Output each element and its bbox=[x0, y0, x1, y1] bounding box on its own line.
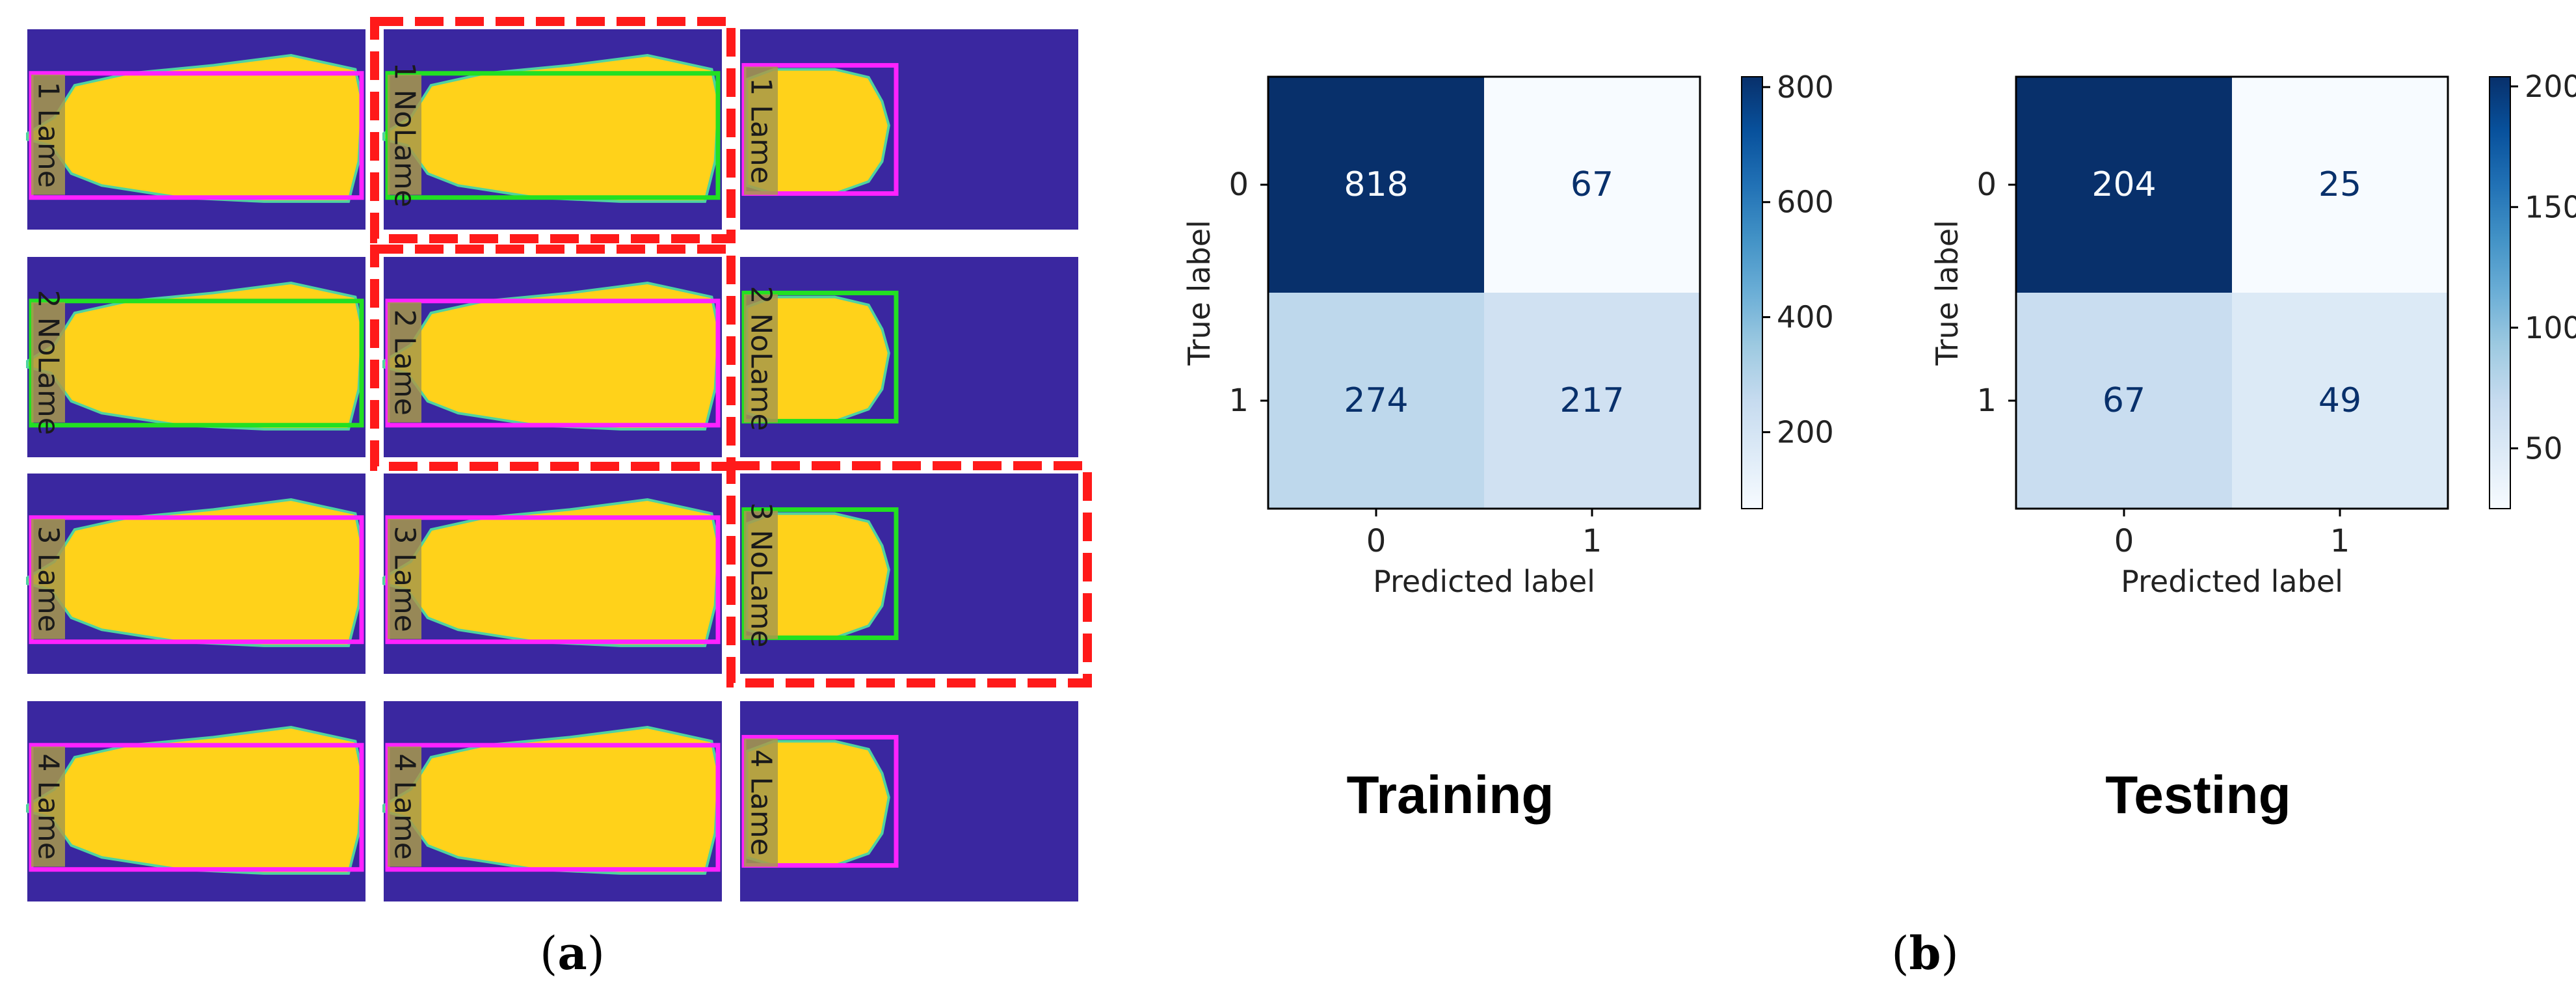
image-tile: 1 NoLame bbox=[382, 29, 722, 230]
tile-label: 2 Lame bbox=[388, 309, 421, 415]
image-tile: 4 Lame bbox=[382, 701, 722, 901]
heatmap-cell bbox=[1268, 77, 1484, 293]
highlight-frame bbox=[370, 17, 736, 243]
y-tick-label: 1 bbox=[1976, 382, 1997, 419]
image-tile: 3 Lame bbox=[26, 474, 365, 674]
image-tile: 1 Lame bbox=[26, 29, 365, 230]
x-axis-label: Predicted label bbox=[2121, 564, 2343, 599]
tile-label: 1 Lame bbox=[32, 81, 65, 187]
label-background bbox=[31, 746, 65, 867]
tile-label: 2 NoLame bbox=[745, 286, 778, 431]
cell-value-label: 204 bbox=[2091, 165, 2156, 204]
chart-title: Testing bbox=[2105, 766, 2291, 825]
tile-label: 1 NoLame bbox=[388, 62, 421, 207]
plot-frame bbox=[2015, 75, 2449, 510]
image-tile: 1 Lame bbox=[740, 29, 1078, 230]
image-tile: 4 Lame bbox=[26, 701, 365, 901]
y-tick-label: 0 bbox=[1228, 167, 1249, 203]
cow-image-grid: 1 Lame 1 NoLame 1 Lame 2 NoLame 2 Lame 2 NoLa… bbox=[26, 29, 1078, 901]
cell-value-label: 67 bbox=[1571, 165, 1613, 204]
label-background bbox=[388, 746, 421, 867]
label-background bbox=[388, 302, 421, 423]
x-tick-label: 0 bbox=[1366, 523, 1387, 559]
y-axis-label: True label bbox=[1182, 220, 1217, 366]
colorbar-tick-label: 800 bbox=[1777, 70, 1834, 105]
image-tile: 2 Lame bbox=[382, 257, 722, 457]
label-background bbox=[744, 66, 778, 195]
tile-label: 1 Lame bbox=[745, 77, 778, 183]
y-tick-label: 0 bbox=[1976, 167, 1997, 203]
panel-b-caption: (b) bbox=[1891, 926, 1959, 980]
colorbar-tick-label: 50 bbox=[2525, 431, 2563, 466]
tile-label: 3 NoLame bbox=[745, 502, 778, 647]
label-background bbox=[31, 302, 65, 423]
label-background bbox=[388, 518, 421, 639]
image-tile: 2 NoLame bbox=[26, 257, 365, 457]
image-tile: 3 Lame bbox=[382, 474, 722, 674]
label-background bbox=[388, 74, 421, 195]
tile-label: 3 Lame bbox=[32, 526, 65, 632]
colorbar-tick-label: 100 bbox=[2525, 310, 2576, 345]
cell-value-label: 67 bbox=[2103, 381, 2145, 420]
tile-label: 2 NoLame bbox=[32, 290, 65, 435]
cell-value-label: 274 bbox=[1344, 381, 1408, 420]
x-tick-label: 1 bbox=[1582, 523, 1602, 559]
tile-label: 3 Lame bbox=[388, 526, 421, 632]
heatmap-cell bbox=[1484, 77, 1700, 293]
heatmap-cell bbox=[1268, 293, 1484, 509]
chart-title: Training bbox=[1347, 766, 1554, 825]
y-axis-label: True label bbox=[1930, 220, 1965, 366]
heatmap-cell bbox=[2232, 293, 2448, 509]
panel-a-caption: (a) bbox=[540, 926, 605, 980]
tile-label: 4 Lame bbox=[32, 753, 65, 859]
highlight-frame bbox=[726, 461, 1092, 688]
colorbar-tick-label: 200 bbox=[1777, 414, 1834, 449]
cell-value-label: 25 bbox=[2318, 165, 2361, 204]
label-background bbox=[31, 74, 65, 195]
label-background bbox=[744, 511, 778, 639]
colorbar-tick-label: 400 bbox=[1777, 300, 1834, 335]
highlight-frame bbox=[370, 245, 736, 471]
label-background bbox=[31, 518, 65, 639]
heatmap-cell bbox=[2016, 293, 2232, 509]
y-tick-label: 1 bbox=[1228, 382, 1249, 419]
x-axis-label: Predicted label bbox=[1373, 564, 1595, 599]
image-tile: 2 NoLame bbox=[740, 257, 1078, 457]
x-tick-label: 1 bbox=[2330, 523, 2350, 559]
cell-value-label: 217 bbox=[1560, 381, 1624, 420]
colorbar bbox=[2489, 76, 2511, 509]
colorbar bbox=[1741, 76, 1763, 509]
cell-value-label: 49 bbox=[2318, 381, 2361, 420]
x-tick-label: 0 bbox=[2114, 523, 2134, 559]
tile-label: 4 Lame bbox=[745, 749, 778, 855]
highlight-frames bbox=[370, 17, 1092, 688]
colorbar-tick-label: 600 bbox=[1777, 185, 1834, 220]
label-background bbox=[744, 294, 778, 423]
heatmap-cell bbox=[2016, 77, 2232, 293]
heatmap-cell bbox=[2232, 77, 2448, 293]
colorbar-tick-label: 200 bbox=[2525, 69, 2576, 104]
heatmap-cell bbox=[1484, 293, 1700, 509]
plot-frame bbox=[1267, 75, 1701, 510]
label-background bbox=[744, 738, 778, 867]
colorbar-tick-label: 150 bbox=[2525, 189, 2576, 224]
tile-label: 4 Lame bbox=[388, 753, 421, 859]
cell-value-label: 818 bbox=[1344, 165, 1408, 204]
image-tile: 4 Lame bbox=[740, 701, 1078, 901]
image-tile: 3 NoLame bbox=[740, 474, 1078, 674]
